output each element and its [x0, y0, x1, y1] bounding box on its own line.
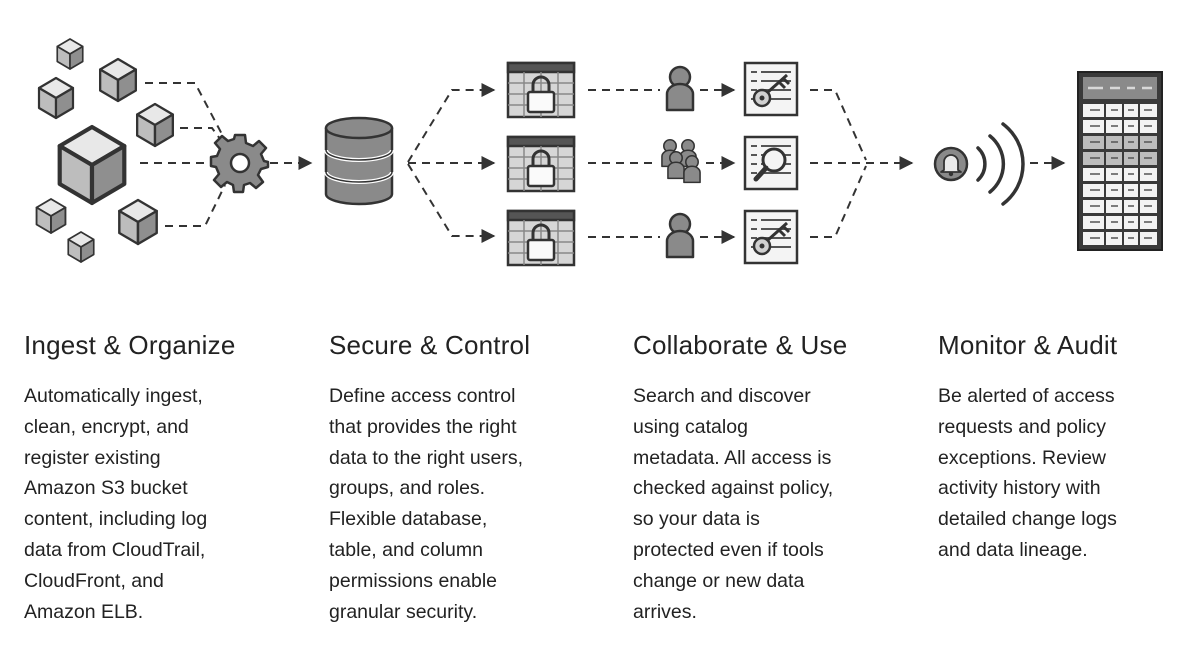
- stage-title: Collaborate & Use: [633, 330, 848, 360]
- stage-collaborate-use: Collaborate & Use Search and discover us…: [633, 330, 878, 627]
- search-policy-icon: [743, 135, 799, 191]
- stage-secure-control: Secure & Control Define access control t…: [329, 330, 569, 627]
- policy-to-alert-connectors: [810, 89, 914, 238]
- stage-title: Ingest & Organize: [24, 330, 236, 360]
- audit-log-table-icon: [1077, 71, 1163, 251]
- stage-ingest-organize: Ingest & Organize Automatically ingest, …: [24, 330, 264, 627]
- alert-bell-icon: [933, 122, 1025, 206]
- stage-description: Search and discover using catalog metada…: [633, 385, 834, 623]
- stage-description: Be alerted of access requests and policy…: [938, 385, 1117, 561]
- database-icon: [324, 116, 394, 206]
- locked-table-icon: [506, 61, 576, 267]
- gear-icon: [209, 133, 270, 194]
- database-connectors: [407, 83, 496, 243]
- stage-title: Secure & Control: [329, 330, 531, 360]
- cube-cluster-icon: [35, 38, 175, 263]
- table-to-user-connectors: [588, 89, 660, 238]
- data-lake-flow-diagram: [35, 38, 1163, 267]
- stage-title: Monitor & Audit: [938, 330, 1118, 360]
- stage-description: Define access control that provides the …: [329, 385, 524, 623]
- stage-description: Automatically ingest, clean, encrypt, an…: [24, 385, 208, 623]
- stage-monitor-audit: Monitor & Audit Be alerted of access req…: [938, 330, 1173, 566]
- user-group-icon: [661, 138, 701, 184]
- user-to-policy-arrows: [700, 83, 736, 244]
